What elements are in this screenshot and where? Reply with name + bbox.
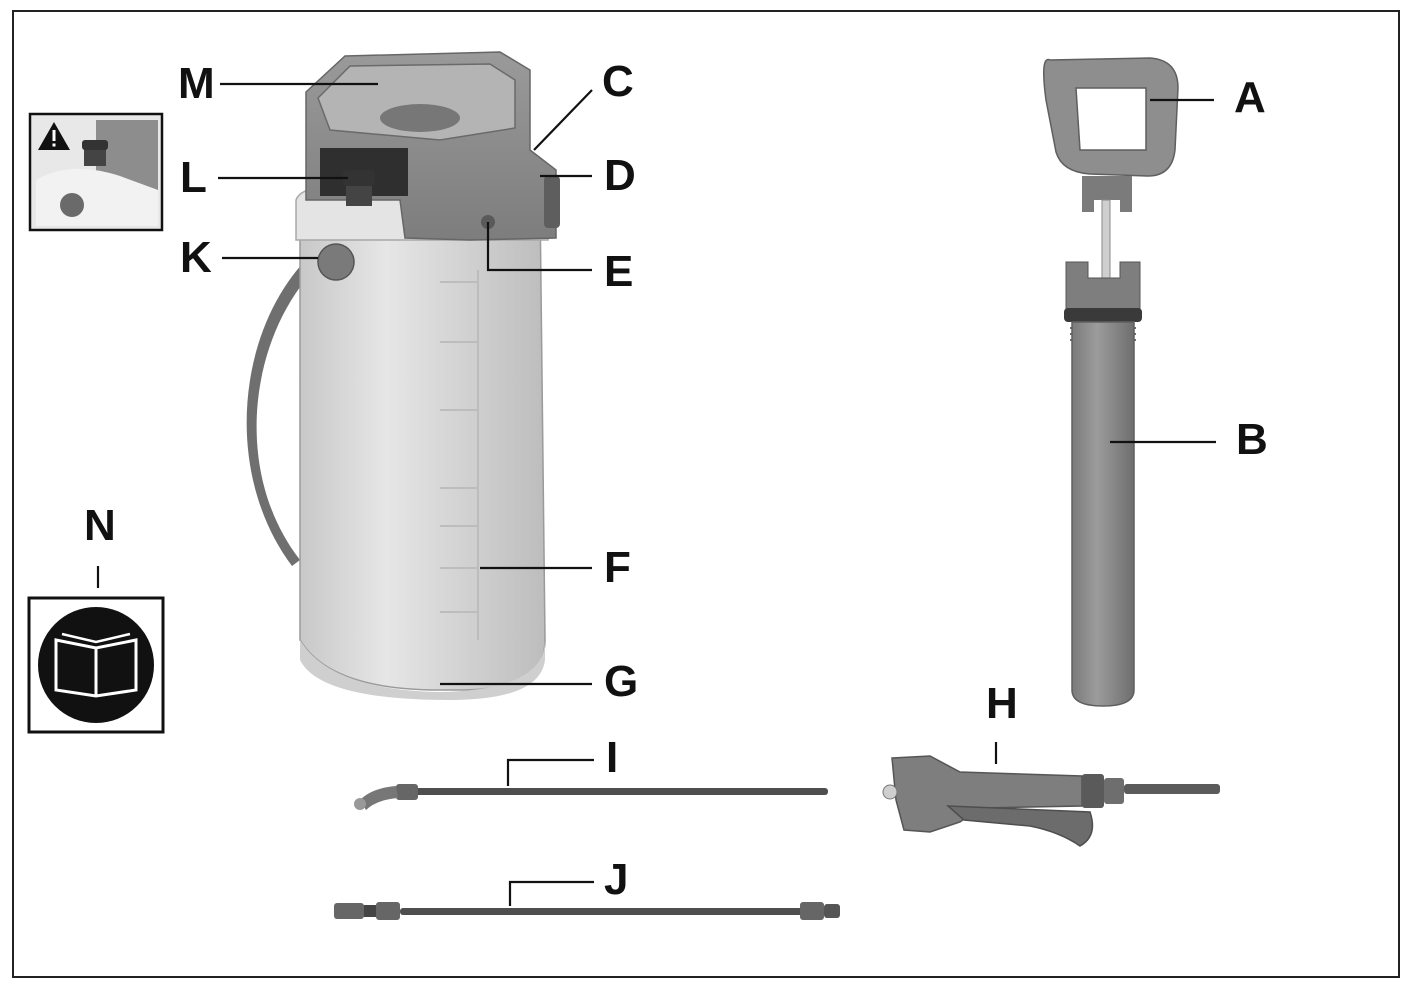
label-M: M	[178, 59, 215, 108]
valve-nut	[1082, 774, 1104, 808]
label-A: A	[1234, 73, 1266, 122]
handle-stem	[1082, 176, 1132, 212]
part-labels: M C D E L K F G A B H I J N	[84, 57, 1268, 904]
relief-valve-cap	[343, 170, 375, 186]
strap-mount-knob	[317, 243, 355, 281]
label-C: C	[602, 57, 634, 106]
label-H: H	[986, 679, 1018, 728]
carry-strap	[246, 250, 322, 566]
manual-notice-box	[27, 596, 165, 734]
spray-lance-curved	[354, 784, 828, 810]
label-E: E	[604, 247, 633, 296]
pump-handle	[1043, 57, 1179, 177]
warning-inset	[28, 112, 164, 232]
valve-lever	[945, 805, 1094, 847]
pump-assembly	[1043, 57, 1179, 707]
pump-cylinder	[1071, 321, 1135, 707]
trigger-valve	[882, 755, 1220, 847]
latch-clip	[544, 176, 560, 228]
piston-rod	[1101, 199, 1111, 281]
label-G: G	[604, 657, 638, 706]
tank-assembly	[246, 51, 560, 700]
label-J: J	[604, 855, 628, 904]
label-B: B	[1236, 415, 1268, 464]
leader-lines	[96, 82, 1216, 906]
valve-outlet-tube	[1124, 784, 1220, 794]
extension-tube	[334, 902, 840, 920]
pump-seal-ring	[1064, 308, 1142, 322]
tank-base	[300, 640, 545, 700]
fill-scale-ticks	[440, 281, 478, 613]
warning-triangle-icon	[38, 122, 70, 150]
outer-frame	[12, 10, 1400, 978]
label-I: I	[606, 733, 618, 782]
label-L: L	[180, 153, 207, 202]
label-D: D	[604, 151, 636, 200]
open-book-icon	[54, 632, 138, 698]
label-N: N	[84, 501, 116, 550]
valve-nut-2	[1104, 778, 1124, 804]
funnel-hole	[380, 104, 460, 132]
label-K: K	[180, 233, 212, 282]
label-F: F	[604, 543, 631, 592]
